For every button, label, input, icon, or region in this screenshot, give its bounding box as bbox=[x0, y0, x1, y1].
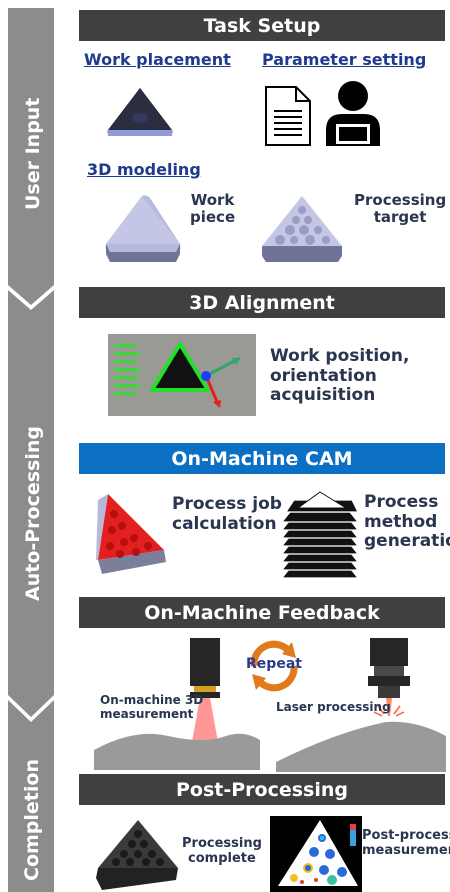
work-placement-title: Work placement bbox=[84, 50, 231, 69]
stage-arrow-completion bbox=[8, 700, 54, 892]
stage-label-auto-processing: Auto-Processing bbox=[22, 425, 44, 601]
measurement-scene bbox=[94, 638, 260, 770]
parameter-setting-title: Parameter setting bbox=[262, 50, 427, 69]
finished-workpiece bbox=[96, 820, 178, 890]
processing-target-model bbox=[262, 196, 342, 262]
section-cam: On-Machine CAM bbox=[79, 443, 445, 474]
laser-caption: Laser processing bbox=[276, 700, 391, 714]
process-method-caption: Processmethodgeneration bbox=[364, 492, 450, 552]
document-icon bbox=[265, 86, 311, 146]
repeat-icon bbox=[250, 640, 298, 692]
post-measurement-map bbox=[270, 816, 362, 892]
workpiece-model bbox=[105, 195, 181, 262]
work-placement-photo bbox=[100, 80, 180, 140]
section-feedback: On-Machine Feedback bbox=[79, 597, 445, 628]
stage-arrow-user-input bbox=[8, 8, 54, 305]
alignment-camera-image bbox=[108, 334, 256, 416]
process-method-layers bbox=[280, 491, 360, 579]
laser-scene bbox=[276, 638, 446, 772]
section-task-setup: Task Setup bbox=[79, 10, 445, 41]
stage-label-user-input: User Input bbox=[22, 97, 44, 210]
section-post: Post-Processing bbox=[79, 774, 445, 805]
stage-arrow-auto-processing bbox=[8, 290, 54, 717]
section-alignment: 3D Alignment bbox=[79, 287, 445, 318]
stage-label-completion: Completion bbox=[21, 759, 43, 881]
operator-icon bbox=[326, 81, 380, 146]
modeling-title: 3D modeling bbox=[87, 160, 201, 179]
process-job-model bbox=[96, 494, 166, 574]
repeat-label: Repeat bbox=[246, 656, 302, 672]
stage-arrows bbox=[8, 8, 54, 892]
post-measurement-caption: Post-processmeasurement bbox=[362, 828, 450, 858]
